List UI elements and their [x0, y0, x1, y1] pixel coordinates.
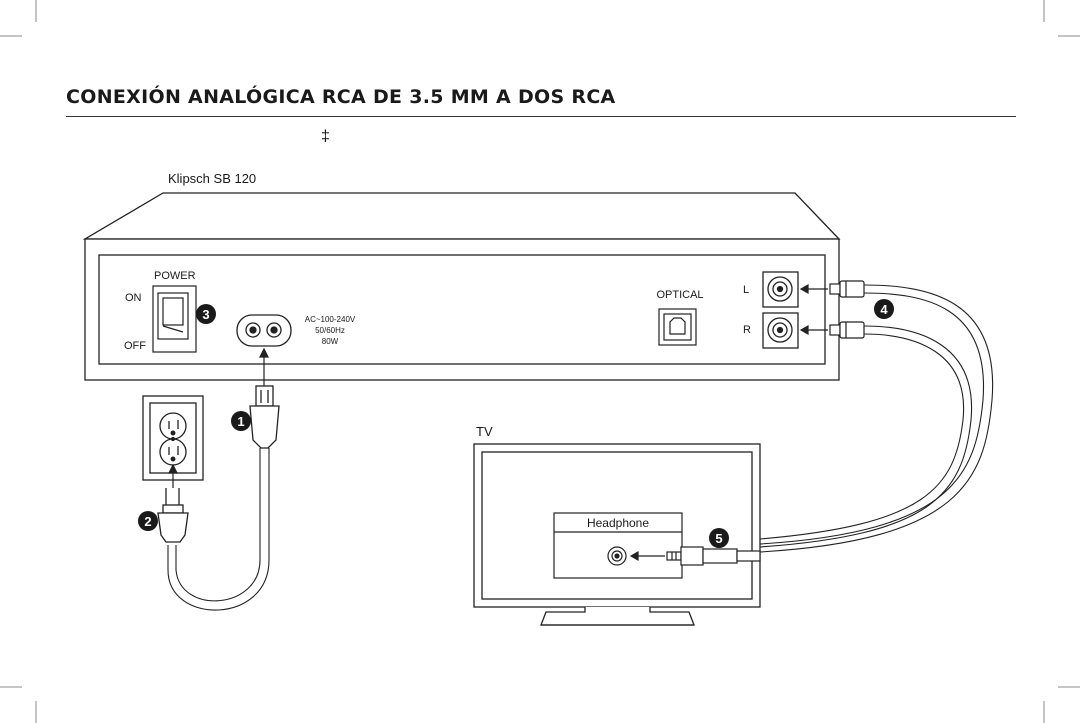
device-box	[82, 192, 841, 381]
page-title: CONEXIÓN ANALÓGICA RCA DE 3.5 MM A DOS R…	[66, 86, 616, 108]
rca-arrows	[799, 283, 828, 336]
svg-text:3: 3	[202, 307, 209, 322]
device-name: Klipsch SB 120	[168, 171, 256, 186]
mini-jack-plug	[666, 546, 761, 566]
title-rule	[66, 116, 1016, 117]
rca-plug-right	[829, 321, 865, 339]
ac-rating-frequency: 50/60Hz	[315, 326, 345, 335]
tv-label: TV	[476, 424, 493, 439]
wall-plug-arrow	[168, 463, 178, 488]
step-5-badge: 5	[709, 528, 729, 548]
optical-label: OPTICAL	[656, 289, 703, 301]
headphone-arrow	[629, 550, 665, 562]
on-label: ON	[125, 292, 142, 304]
svg-text:2: 2	[144, 514, 151, 529]
rca-left-label: L	[743, 284, 749, 296]
svg-text:4: 4	[880, 302, 888, 317]
step-4-badge: 4	[874, 299, 894, 319]
power-label: POWER	[154, 270, 196, 282]
optical-port	[658, 308, 697, 346]
wall-plug	[157, 488, 189, 543]
power-switch	[152, 285, 197, 353]
svg-text:5: 5	[715, 531, 722, 546]
dagger-mark: ‡	[321, 128, 330, 145]
ac-rating-power: 80W	[322, 337, 339, 346]
power-cord	[167, 448, 270, 611]
ac-inlet	[236, 314, 292, 347]
step-2-badge: 2	[138, 511, 158, 531]
power-cord-plug	[249, 385, 280, 449]
power-cord-arrow	[259, 347, 269, 386]
rca-jack-right	[762, 312, 799, 349]
rca-jack-left	[762, 271, 799, 308]
headphone-panel	[553, 512, 683, 579]
headphone-jack	[607, 546, 627, 566]
ac-rating-voltage: AC~100-240V	[305, 315, 356, 324]
svg-text:1: 1	[237, 414, 244, 429]
rca-right-label: R	[743, 324, 751, 336]
rca-plug-left	[829, 280, 865, 298]
headphone-label: Headphone	[587, 516, 649, 530]
off-label: OFF	[124, 340, 146, 352]
step-1-badge: 1	[231, 411, 251, 431]
rca-cable	[759, 284, 994, 553]
step-3-badge: 3	[196, 304, 216, 324]
